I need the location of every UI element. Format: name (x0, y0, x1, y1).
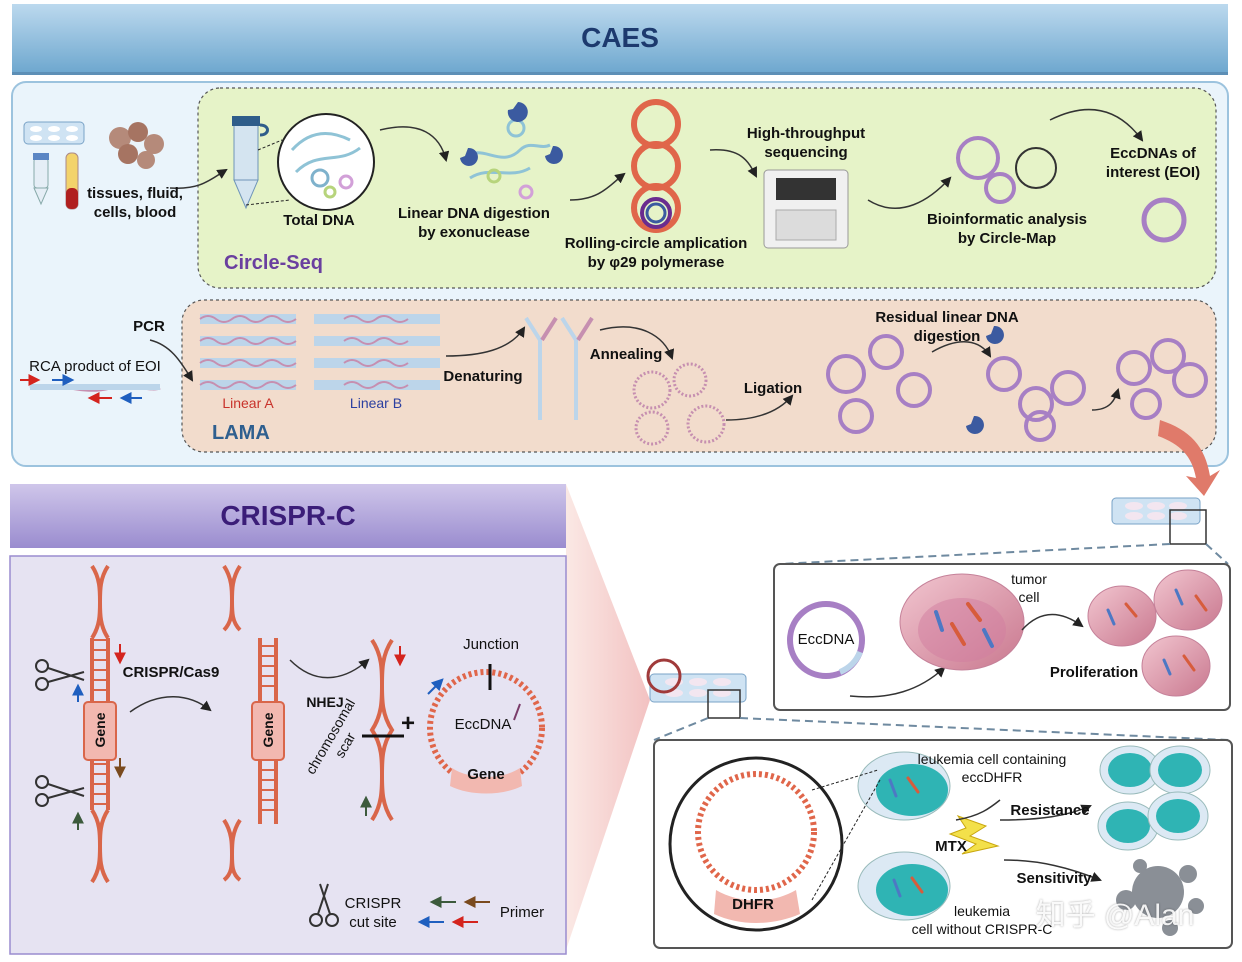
bioinformatic-circles-icon (956, 136, 1057, 204)
proliferating-cells-icon (1087, 569, 1223, 697)
crispr-c-title: CRISPR-C (220, 500, 356, 531)
leukemia-with-label: leukemia cell containing eccDHFR (917, 751, 1067, 785)
nhej-label: NHEJ (306, 694, 344, 710)
pcr-label: PCR (133, 318, 165, 335)
crispr-c-title-banner: CRISPR-C (10, 484, 566, 548)
rca-product-label: RCA product of EOI (29, 358, 161, 375)
sequencer-icon (763, 169, 849, 249)
scissors-legend-icon (309, 883, 339, 927)
dhfr-label: DHFR (732, 896, 774, 913)
leukemia-without-label: leukemia cell without CRISPR-C (911, 903, 1053, 937)
caes-title: CAES (581, 22, 659, 53)
denaturing-label: Denaturing (443, 368, 523, 385)
leukemia-cell-with-icon (857, 751, 951, 821)
sensitivity-label: Sensitivity (1016, 870, 1092, 887)
proliferation-eccdna-label: EccDNA (797, 631, 855, 648)
well-plate-icon (23, 121, 85, 145)
down-arrow-icon (1158, 420, 1220, 496)
leukemia-cell-without-icon (857, 851, 951, 921)
annealing-label: Annealing (589, 346, 663, 363)
watermark: 知乎 @Alan (1035, 899, 1195, 932)
denatured-strands-icon (524, 316, 594, 420)
gene-label-1: Gene (92, 712, 108, 748)
eoi-label: EccDNAs of interest (EOI) (1105, 145, 1201, 181)
sample-tubes-icon (33, 152, 79, 210)
mtx-label: MTX (935, 838, 967, 855)
junction-label: Junction (463, 636, 519, 653)
sequencing-label: High-throughput sequencing (746, 125, 866, 161)
sample-label: tissues, fluid, cells, blood (87, 185, 183, 221)
tumor-cell-label: tumor cell (1011, 571, 1047, 605)
small-plate-icon (649, 673, 747, 703)
eoi-circle (1141, 197, 1187, 243)
final-eccdna-circles-icon (1116, 338, 1208, 420)
tissue-icon (109, 122, 164, 169)
linear-digestion-label: Linear DNA digestion by exonuclease (398, 205, 550, 241)
lama-panel (181, 299, 1217, 453)
rca-product-icon (20, 374, 161, 404)
resistant-cells-icon (1097, 745, 1211, 851)
caes-title-banner: CAES (12, 4, 1228, 75)
dying-cells-icon (1116, 859, 1204, 936)
legend-primer-label: Primer (499, 904, 545, 921)
dna-tube-icon (232, 116, 269, 210)
linear-b-label: Linear B (349, 395, 403, 411)
eccdna-circle (427, 669, 545, 787)
resistance-label: Resistance (1010, 802, 1090, 819)
gene-strand-icon (90, 564, 110, 884)
gene-label-2: Gene (260, 712, 276, 748)
residual-digestion-circles-icon (986, 356, 1086, 442)
scissors-icon (35, 659, 85, 807)
linear-a-label: Linear A (222, 395, 274, 411)
eccdna-label: EccDNA (454, 716, 512, 733)
rolling-circle-label: Rolling-circle amplication by φ29 polyme… (564, 235, 748, 271)
ligation-label: Ligation (743, 380, 803, 397)
gene-label-3: Gene (467, 766, 505, 783)
culture-plate-icon (1111, 497, 1201, 525)
zoom-funnel-shape (566, 484, 650, 950)
plus-label: + (400, 710, 415, 737)
gene-box-cut (251, 701, 285, 761)
total-dna-label: Total DNA (283, 212, 355, 229)
circle-seq-title: Circle-Seq (224, 252, 323, 274)
mtx-lightning-icon (948, 815, 1000, 855)
legend-cut-label: CRISPR cut site (344, 895, 402, 931)
crispr-cas9-label: CRISPR/Cas9 (122, 664, 220, 681)
gene-box (83, 701, 117, 761)
lama-title: LAMA (212, 422, 270, 444)
annealing-circles-icon (632, 362, 726, 446)
bioinformatic-label: Bioinformatic analysis by Circle-Map (926, 211, 1088, 247)
proliferation-label: Proliferation (1049, 664, 1139, 681)
ligation-circles-icon (826, 334, 932, 434)
residual-label: Residual linear DNA digestion (875, 309, 1019, 345)
circle-seq-panel (197, 87, 1217, 289)
rolling-circle-icon (631, 99, 681, 233)
